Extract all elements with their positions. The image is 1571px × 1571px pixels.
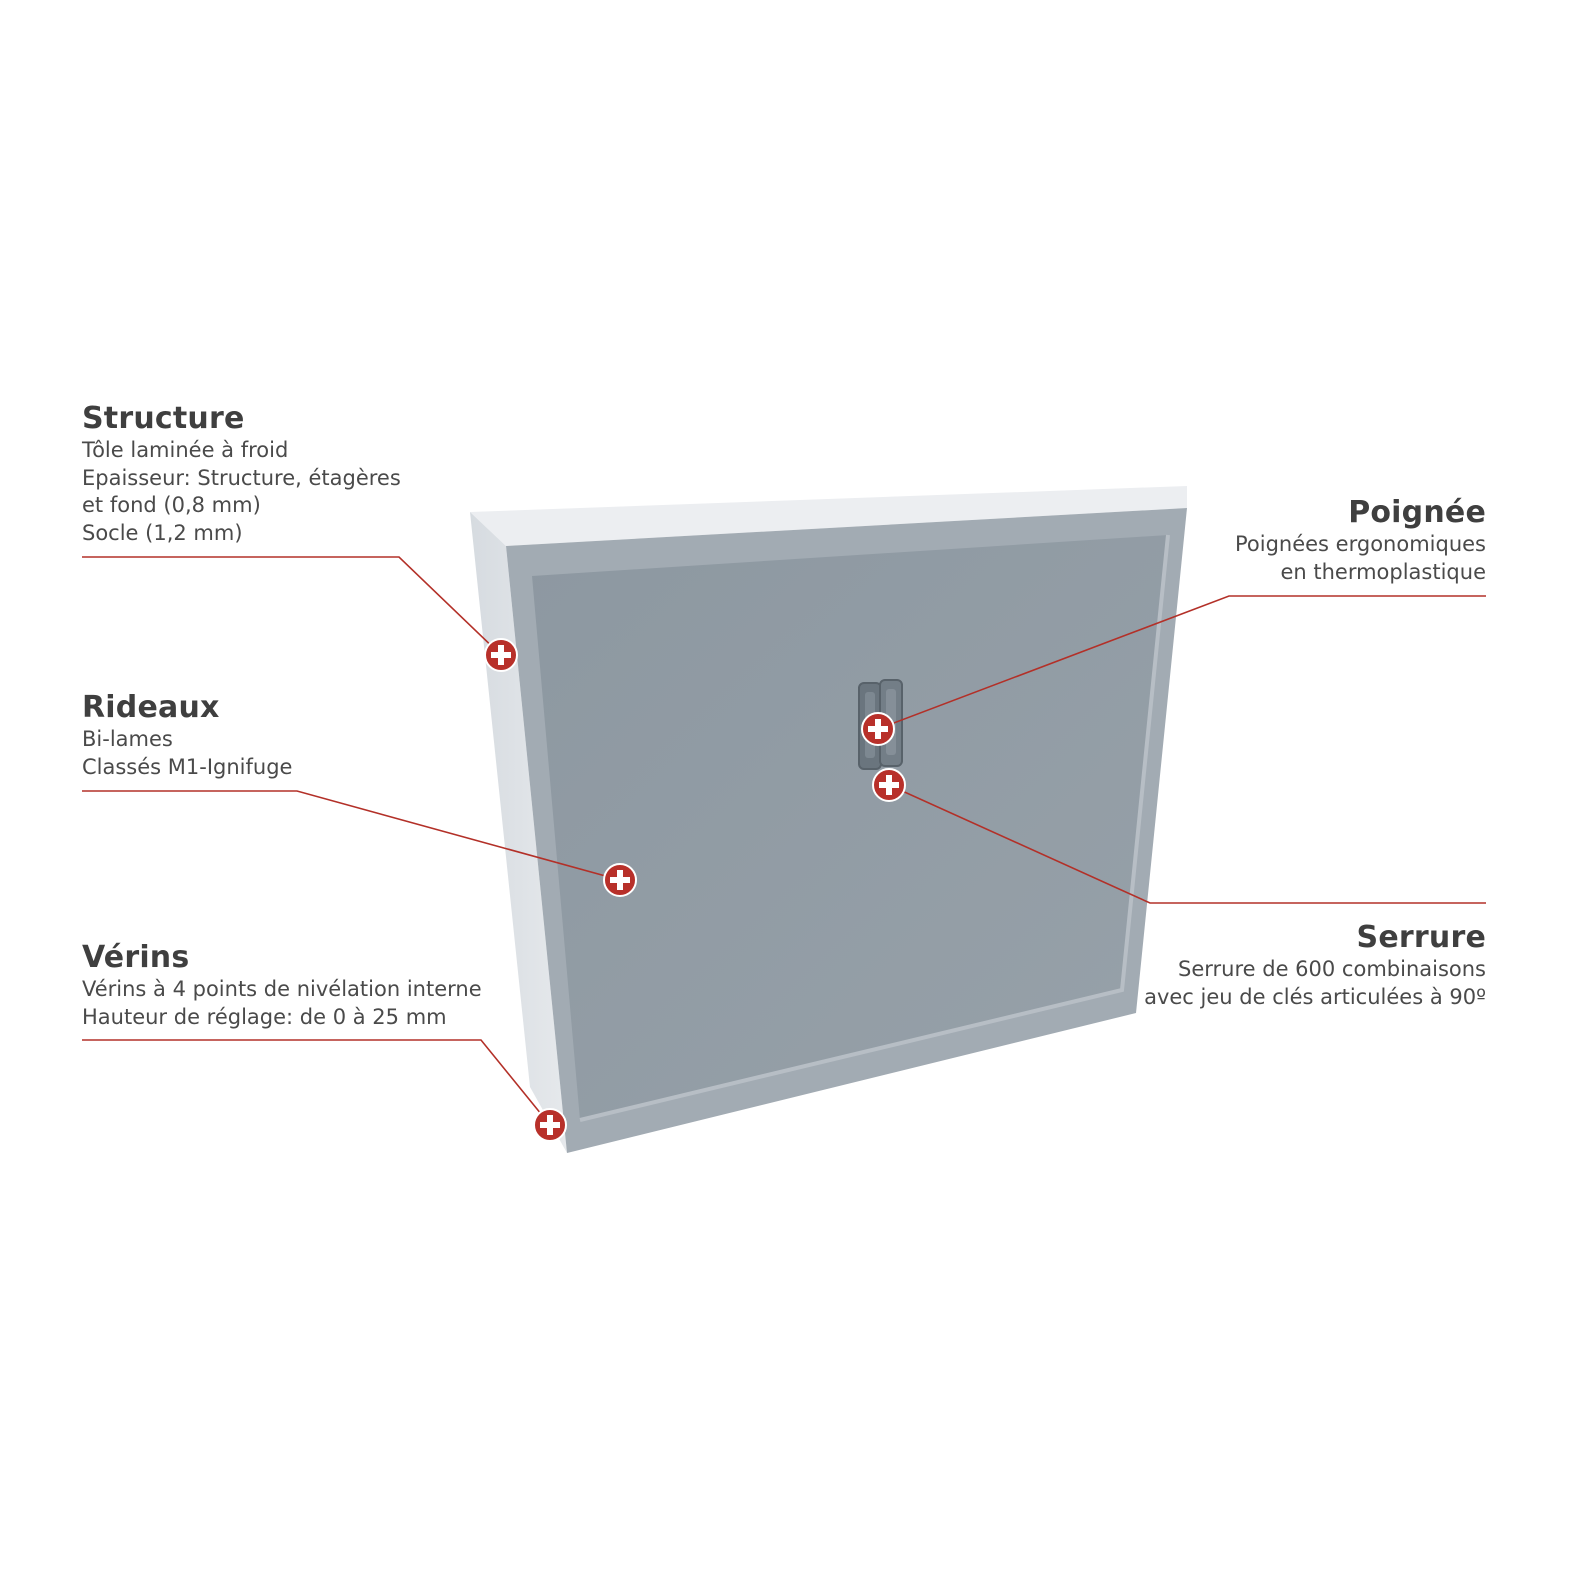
leader-line-serrure bbox=[888, 784, 1486, 904]
marker-poignee-plus-circle-icon[interactable] bbox=[861, 712, 895, 746]
callout-line: Socle (1,2 mm) bbox=[82, 520, 243, 545]
callout-line: Epaisseur: Structure, étagères bbox=[82, 465, 401, 490]
callout-line: Classés M1-Ignifuge bbox=[82, 754, 293, 779]
callout-line: et fond (0,8 mm) bbox=[82, 493, 261, 517]
leader-line-rideaux bbox=[82, 790, 621, 881]
callout-line: avec jeu de clés articulées à 90º bbox=[1144, 984, 1486, 1009]
callout-structure: Structure Tôle laminée à froid Epaisseur… bbox=[82, 401, 401, 547]
callout-title: Rideaux bbox=[82, 690, 220, 725]
callout-title: Poignée bbox=[1348, 495, 1486, 530]
cabinet bbox=[470, 486, 1187, 1153]
cabinet-top-face bbox=[470, 486, 1187, 546]
door-edge-highlight bbox=[579, 534, 1170, 1122]
callout-title: Vérins bbox=[82, 940, 190, 975]
callout-poignee: Poignée Poignées ergonomiques en thermop… bbox=[1235, 495, 1486, 586]
callout-line: Serrure de 600 combinaisons bbox=[1178, 957, 1486, 981]
callout-serrure: Serrure Serrure de 600 combinaisons avec… bbox=[1144, 920, 1486, 1011]
leader-line-poignee bbox=[877, 595, 1486, 730]
leader-line-structure bbox=[82, 556, 502, 656]
callout-line: Bi-lames bbox=[82, 727, 173, 751]
callout-title: Structure bbox=[82, 401, 245, 436]
callout-line: en thermoplastique bbox=[1280, 559, 1486, 584]
leader-line-verins bbox=[82, 1039, 551, 1126]
callout-line: Tôle laminée à froid bbox=[82, 438, 289, 462]
marker-serrure-plus-circle-icon[interactable] bbox=[872, 768, 906, 802]
callout-line: Hauteur de réglage: de 0 à 25 mm bbox=[82, 1004, 447, 1029]
callout-line: Poignées ergonomiques bbox=[1234, 532, 1486, 556]
callout-rideaux: Rideaux Bi-lames Classés M1-Ignifuge bbox=[82, 690, 292, 781]
callout-title: Serrure bbox=[1356, 920, 1486, 955]
marker-verins-plus-circle-icon[interactable] bbox=[533, 1108, 567, 1142]
cabinet-tambour-door bbox=[532, 535, 1168, 1120]
marker-structure-plus-circle-icon[interactable] bbox=[484, 638, 518, 672]
cabinet-side-panel bbox=[470, 512, 567, 1153]
marker-rideaux-plus-circle-icon[interactable] bbox=[603, 863, 637, 897]
callout-verins: Vérins Vérins à 4 points de nivélation i… bbox=[82, 940, 482, 1031]
callout-line: Vérins à 4 points de nivélation interne bbox=[82, 977, 482, 1001]
